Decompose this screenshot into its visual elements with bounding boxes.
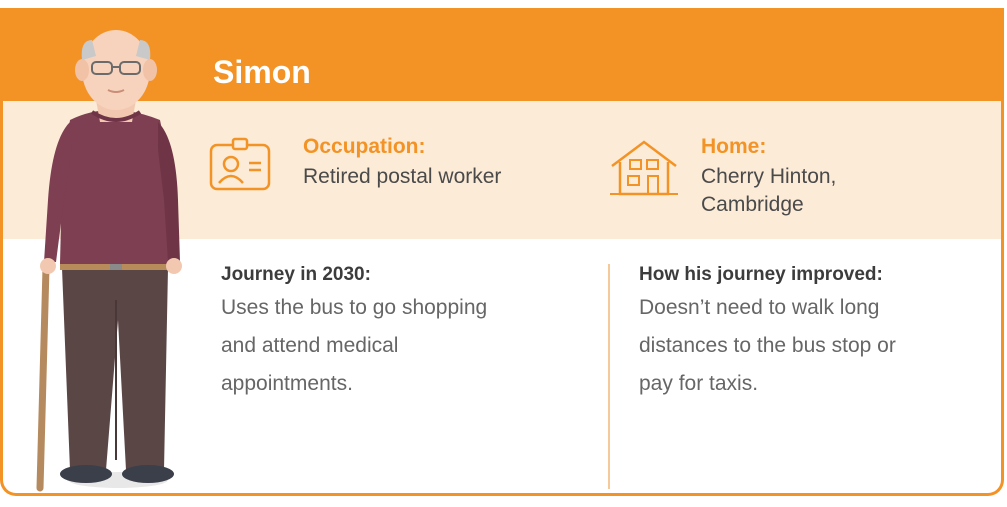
- occupation-value: Retired postal worker: [303, 165, 502, 188]
- journey-title: Journey in 2030:: [221, 264, 371, 285]
- card-header: Simon: [3, 8, 1001, 101]
- journey-line-2: and attend medical: [221, 334, 399, 357]
- home-line-1: Cherry Hinton,: [701, 165, 837, 188]
- improvement-title: How his journey improved:: [639, 264, 883, 285]
- persona-card: Simon Occupation: Retired postal worker …: [0, 8, 1004, 496]
- house-icon: [608, 138, 680, 203]
- improvement-line-1: Doesn’t need to walk long: [639, 296, 880, 319]
- persona-name: Simon: [213, 54, 311, 90]
- home-line-2: Cambridge: [701, 193, 804, 216]
- id-badge-icon: [209, 137, 275, 198]
- column-divider: [608, 264, 610, 489]
- home-label: Home:: [701, 135, 767, 158]
- journey-line-3: appointments.: [221, 372, 353, 395]
- occupation-label: Occupation:: [303, 135, 426, 158]
- improvement-line-2: distances to the bus stop or: [639, 334, 896, 357]
- journey-line-1: Uses the bus to go shopping: [221, 296, 488, 319]
- elderly-man-illustration: [0, 0, 200, 507]
- improvement-line-3: pay for taxis.: [639, 372, 759, 395]
